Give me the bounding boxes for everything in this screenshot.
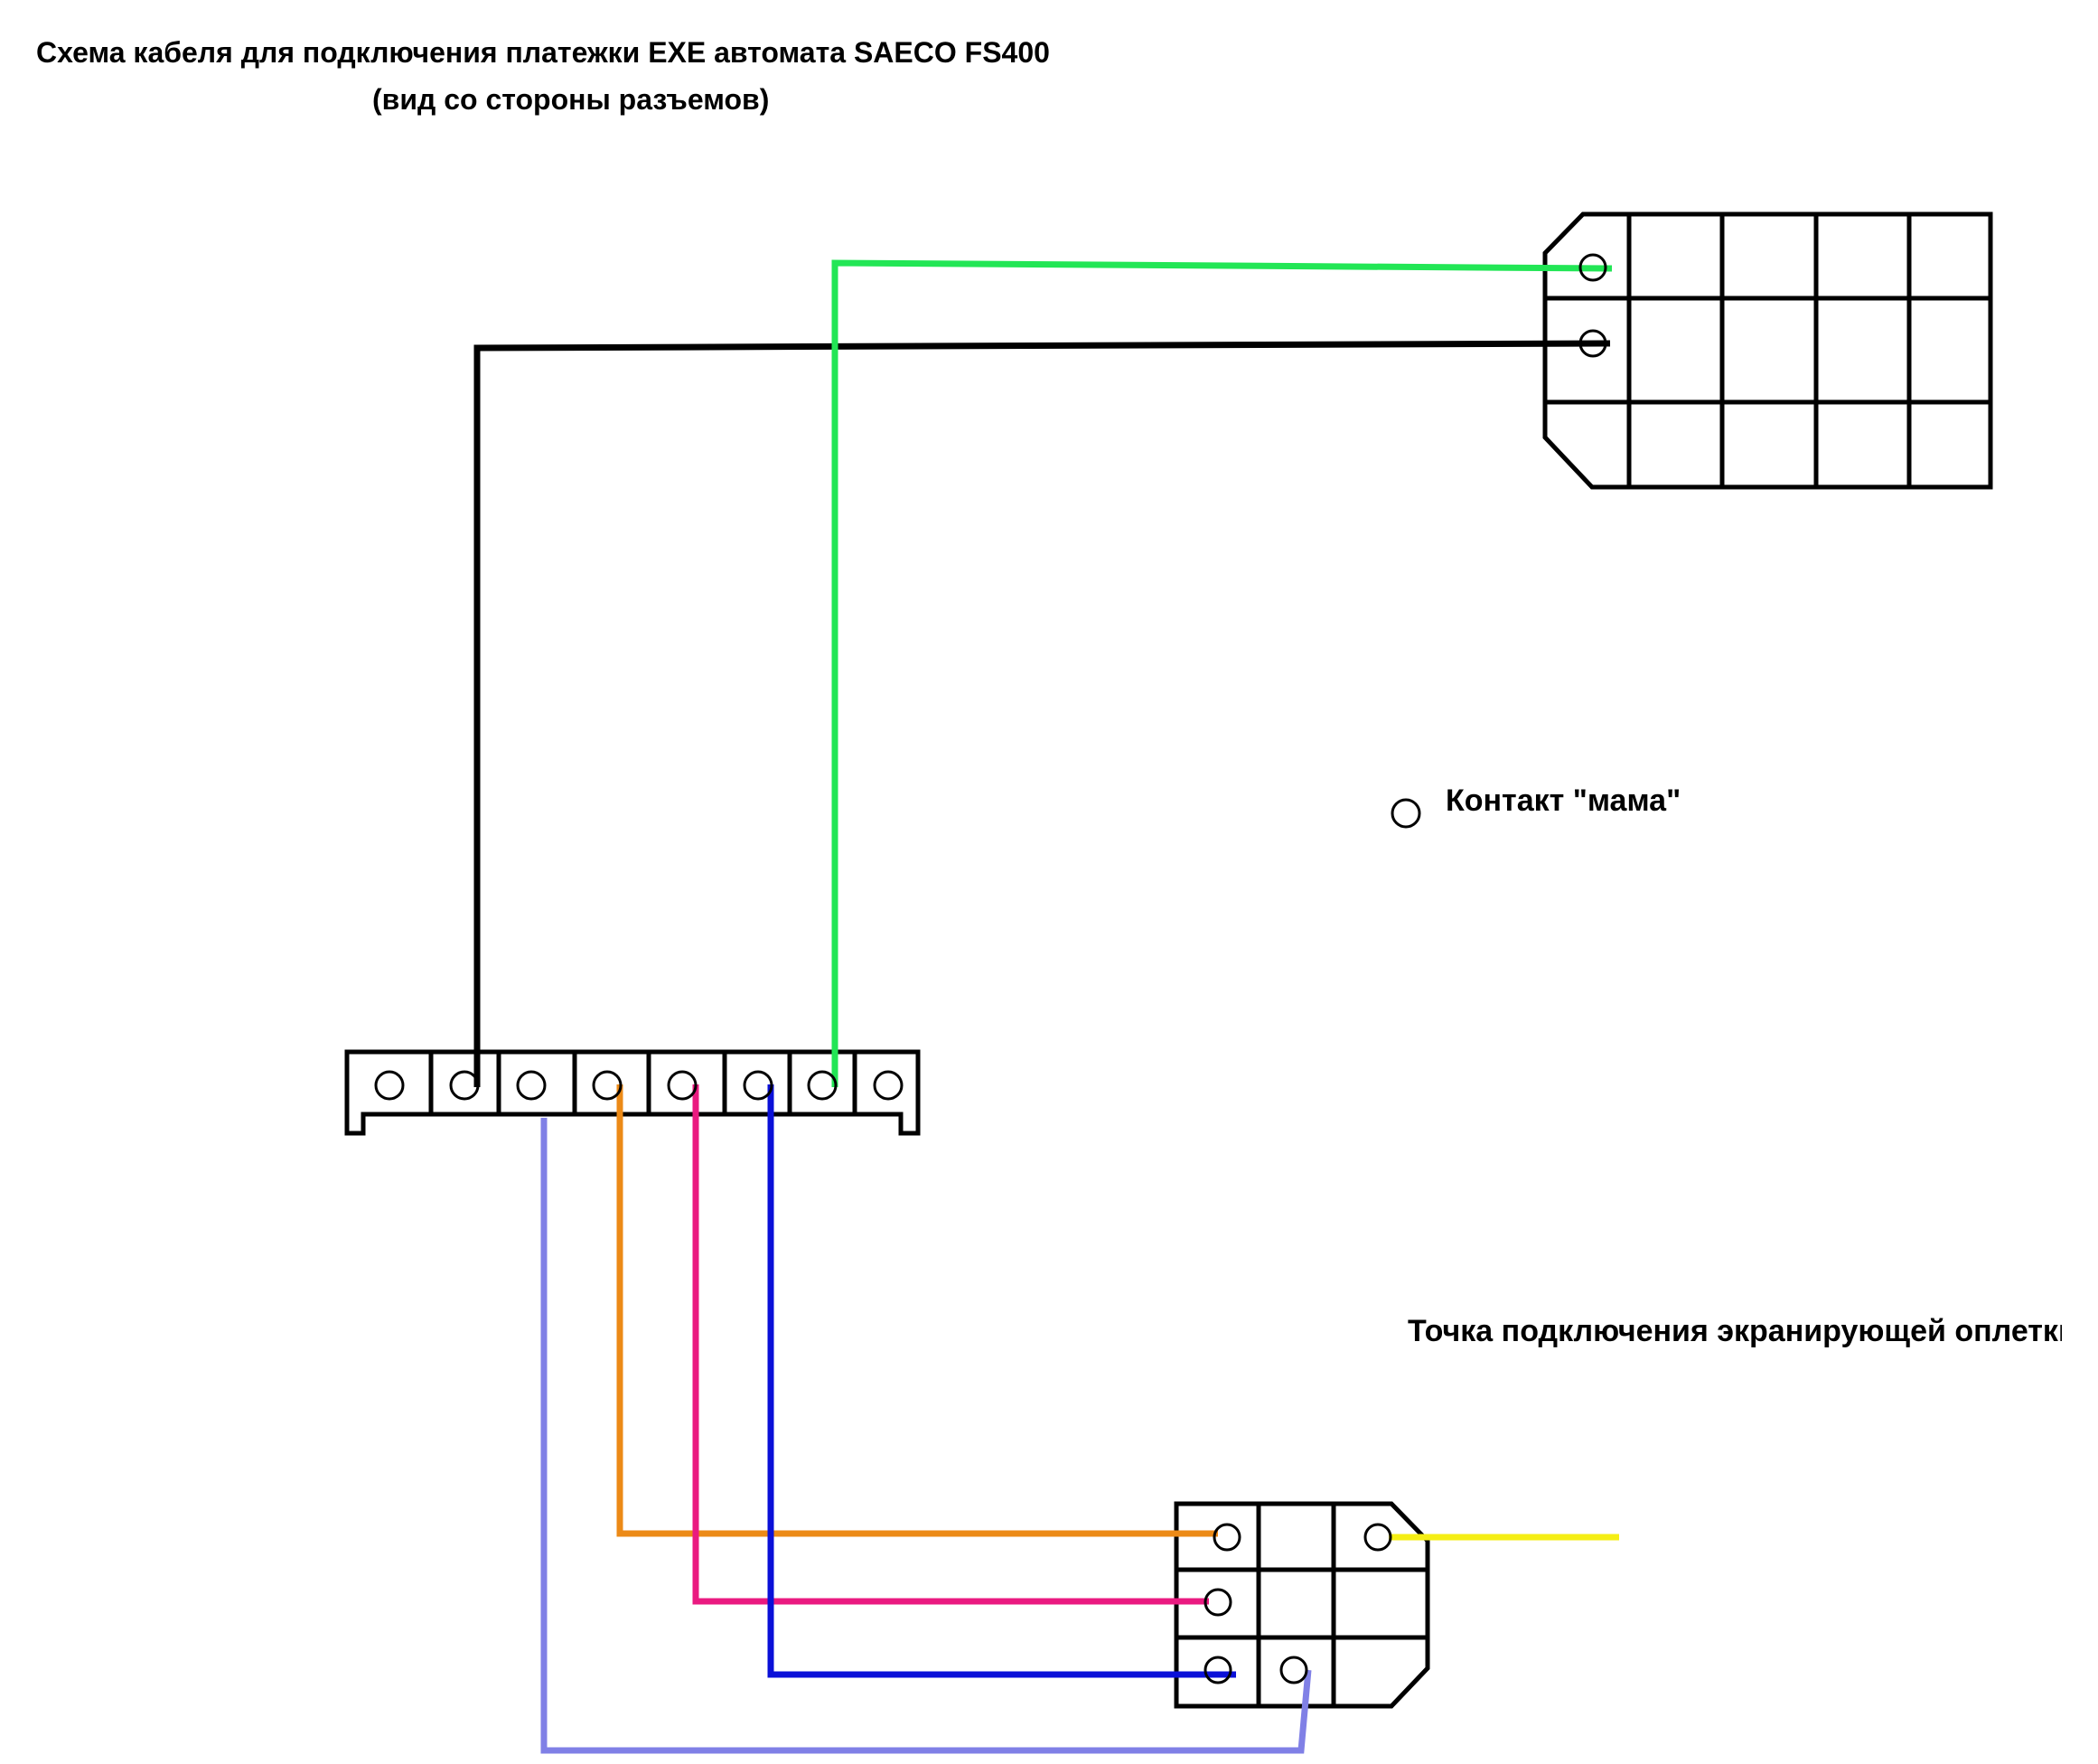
female-contact-icon xyxy=(374,1070,405,1101)
connector-middle xyxy=(344,1049,921,1136)
shield-point-label: Точка подключения экранирующей оплетки xyxy=(1408,1314,2062,1348)
female-contact-icon xyxy=(1578,329,1607,358)
wire-blue xyxy=(767,1084,1236,1678)
female-contact-icon xyxy=(743,1070,773,1101)
connector-top-right xyxy=(1542,211,1993,490)
female-contact-icon xyxy=(873,1070,904,1101)
female-contact-icon xyxy=(807,1070,838,1101)
legend-label: Контакт "мама" xyxy=(1446,783,1681,818)
female-contact-icon xyxy=(1204,1656,1232,1684)
female-contact-icon xyxy=(1213,1523,1241,1552)
connector-middle-outline xyxy=(344,1049,921,1136)
connector-top-right-outline xyxy=(1542,211,1993,490)
wire-magenta xyxy=(692,1084,1209,1605)
legend-female-contact-icon xyxy=(1391,798,1421,829)
wire-black xyxy=(473,340,1611,1087)
female-contact-icon xyxy=(1279,1656,1308,1684)
contacts xyxy=(374,253,1607,1684)
female-contact-icon xyxy=(592,1070,623,1101)
female-contact-icon xyxy=(1578,253,1607,282)
female-contact-icon xyxy=(1363,1523,1392,1552)
wire-green xyxy=(831,259,1613,1087)
connector-bottom-right-outline xyxy=(1174,1501,1430,1709)
wire-orange xyxy=(616,1084,1218,1537)
female-contact-icon xyxy=(1204,1588,1232,1617)
female-contact-icon xyxy=(449,1070,480,1101)
wires xyxy=(473,259,1619,1754)
female-contact-icon xyxy=(516,1070,547,1101)
wire-periwinkle xyxy=(540,1118,1312,1754)
diagram-subtitle: (вид со стороны разъемов) xyxy=(372,83,770,116)
female-contact-icon xyxy=(667,1070,698,1101)
diagram-title: Схема кабеля для подключения платежки EX… xyxy=(36,36,1050,69)
connector-bottom-right xyxy=(1174,1501,1430,1709)
